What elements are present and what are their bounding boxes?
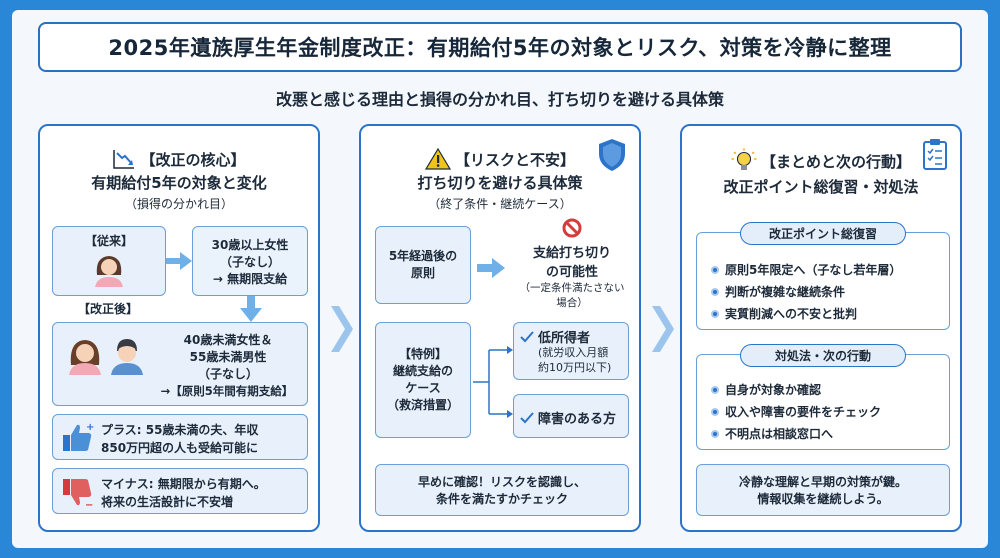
principle-line1: 5年経過後の	[388, 249, 458, 263]
chevron-right-icon	[331, 306, 353, 352]
stop-result: 支給打ち切り の可能性 （一定条件満たさない 場合）	[507, 218, 637, 310]
risk-footer-box: 早めに確認！リスクを認識し、 条件を満たすかチェック	[375, 464, 629, 516]
bullet-icon	[711, 287, 719, 296]
case-disability: 障害のある方	[513, 394, 629, 438]
plus-box: + プラス: 55歳未満の夫、年収 850万円超の人も受給可能に	[52, 414, 308, 460]
prohibited-icon	[562, 218, 582, 238]
summary-panel: 【まとめと次の行動】 改正ポイント総復習・対処法 原則5年限定へ（子なし若年層）…	[680, 124, 962, 532]
core-change-label: 【改正の核心】	[140, 150, 246, 169]
core-change-panel: 【改正の核心】 有期給付5年の対象と変化 （損得の分かれ目） 【従来】 30歳以…	[38, 124, 320, 532]
risk-note: （終了条件・継続ケース）	[428, 197, 572, 211]
action-list: 自身が対象か確認 収入や障害の要件をチェック 不明点は相談窓口へ	[711, 381, 881, 447]
after-rule-line1: 40歳未満女性＆	[183, 333, 273, 347]
after-rule-line2: 55歳未満男性	[189, 350, 267, 364]
page-title: 2025年遺族厚生年金制度改正：有期給付5年の対象とリスク、対策を冷静に整理	[108, 36, 892, 60]
arrow-right-icon	[166, 252, 192, 270]
case1-title: 低所得者	[538, 331, 591, 346]
after-rule-line3: （子なし）	[197, 367, 258, 381]
woman-avatar-icon	[69, 340, 101, 375]
lightbulb-icon	[731, 148, 757, 170]
minus-box: − マイナス: 無期限から有期へ。 将来の生活設計に不安増	[52, 468, 308, 514]
arrow-down-icon	[240, 296, 262, 322]
minus-line1: マイナス: 無期限から有期へ。	[101, 477, 266, 491]
before-rule-line1: 30歳以上女性	[211, 238, 289, 252]
action-item: 自身が対象か確認	[711, 381, 881, 398]
summary-footer-line1: 冷静な理解と早期の対策が鍵。	[738, 475, 907, 489]
action-title: 対処法・次の行動	[740, 344, 906, 367]
before-rule-line2: （子なし）	[219, 255, 280, 269]
page-subtitle: 改悪と感じる理由と損得の分かれ目、打ち切りを避ける具体策	[275, 90, 724, 109]
warning-icon	[424, 148, 451, 170]
action-item: 不明点は相談窓口へ	[711, 425, 881, 442]
plus-line1: プラス: 55歳未満の夫、年収	[101, 423, 259, 437]
special-line4: （救済措置）	[386, 398, 459, 412]
trend-down-icon	[113, 150, 135, 169]
bullet-icon	[711, 385, 719, 394]
review-list: 原則5年限定へ（子なし若年層） 判断が複雑な継続条件 実質削減への不安と批判	[711, 261, 901, 327]
summary-header: 【まとめと次の行動】 改正ポイント総復習・対処法	[682, 148, 960, 197]
special-line1: 【特例】	[398, 347, 447, 361]
core-change-header: 【改正の核心】 有期給付5年の対象と変化 （損得の分かれ目）	[40, 148, 318, 212]
action-box: 自身が対象か確認 収入や障害の要件をチェック 不明点は相談窓口へ	[696, 354, 950, 450]
summary-title: 改正ポイント総復習・対処法	[723, 178, 919, 196]
bullet-icon	[711, 407, 719, 416]
core-change-title: 有期給付5年の対象と変化	[91, 174, 267, 192]
principle-line2: 原則	[410, 266, 435, 280]
review-item: 判断が複雑な継続条件	[711, 283, 901, 300]
checklist-icon	[923, 139, 947, 170]
before-rule-box: 30歳以上女性 （子なし） → 無期限支給	[192, 226, 308, 296]
risk-footer-line2: 条件を満たすかチェック	[435, 492, 568, 506]
case-low-income: 低所得者 (就労収入月額 約10万円以下)	[513, 322, 629, 380]
special-case-box: 【特例】 継続支給の ケース （救済措置）	[375, 322, 471, 438]
risk-footer-line1: 早めに確認！リスクを認識し、	[417, 475, 586, 489]
risk-label: 【リスクと不安】	[454, 150, 575, 169]
case2-title: 障害のある方	[538, 412, 617, 427]
review-box: 原則5年限定へ（子なし若年層） 判断が複雑な継続条件 実質削減への不安と批判	[696, 232, 950, 330]
review-title: 改正ポイント総復習	[740, 222, 906, 245]
before-rule-line3: → 無期限支給	[212, 272, 288, 286]
chevron-right-icon	[652, 306, 674, 352]
thumbs-up-icon: +	[63, 422, 94, 451]
case1-line2: 約10万円以下)	[538, 361, 612, 374]
plus-line2: 850万円超の人も受給可能に	[101, 441, 259, 455]
branch-connector	[473, 346, 513, 418]
bullet-icon	[711, 265, 719, 274]
risk-panel: 【リスクと不安】 打ち切りを避ける具体策 （終了条件・継続ケース） 5年経過後の…	[359, 124, 641, 532]
svg-text:+: +	[86, 422, 94, 433]
arrow-right-icon	[477, 258, 505, 278]
review-item: 実質削減への不安と批判	[711, 305, 901, 322]
after-rule-box: 40歳未満女性＆ 55歳未満男性 （子なし） →【原則5年間有期支給】	[52, 322, 308, 406]
summary-footer-line2: 情報収集を継続しよう。	[757, 492, 889, 506]
principle-box: 5年経過後の 原則	[375, 226, 471, 304]
risk-header: 【リスクと不安】 打ち切りを避ける具体策 （終了条件・継続ケース）	[361, 148, 639, 212]
before-person-box: 【従来】	[52, 226, 166, 296]
stop-line2: の可能性	[545, 265, 598, 280]
summary-footer-box: 冷静な理解と早期の対策が鍵。 情報収集を継続しよう。	[696, 464, 950, 516]
case1-line1: (就労収入月額	[538, 346, 609, 359]
before-label: 【従来】	[84, 234, 133, 248]
risk-title: 打ち切りを避ける具体策	[417, 174, 583, 192]
core-change-note: （損得の分かれ目）	[124, 197, 233, 211]
thumbs-down-icon: −	[63, 479, 93, 509]
summary-label: 【まとめと次の行動】	[760, 152, 911, 171]
bullet-icon	[711, 429, 719, 438]
stop-line4: 場合）	[556, 297, 588, 309]
special-line3: ケース	[405, 381, 441, 395]
bullet-icon	[711, 309, 719, 318]
stop-line1: 支給打ち切り	[532, 246, 611, 261]
check-icon	[520, 411, 534, 423]
review-item: 原則5年限定へ（子なし若年層）	[711, 261, 901, 278]
after-rule-line4: →【原則5年間有期支給】	[160, 384, 294, 398]
minus-line2: 将来の生活設計に不安増	[101, 495, 234, 509]
woman-avatar-icon	[95, 256, 123, 287]
after-label: 【改正後】	[78, 302, 139, 316]
action-item: 収入や障害の要件をチェック	[711, 403, 881, 420]
stop-line3: （一定条件満たさない	[519, 282, 625, 294]
shield-icon	[599, 139, 625, 171]
svg-text:−: −	[85, 500, 93, 509]
check-icon	[520, 330, 534, 342]
title-banner: 2025年遺族厚生年金制度改正：有期給付5年の対象とリスク、対策を冷静に整理	[38, 22, 962, 72]
special-line2: 継続支給の	[392, 364, 453, 378]
man-avatar-icon	[111, 339, 143, 375]
